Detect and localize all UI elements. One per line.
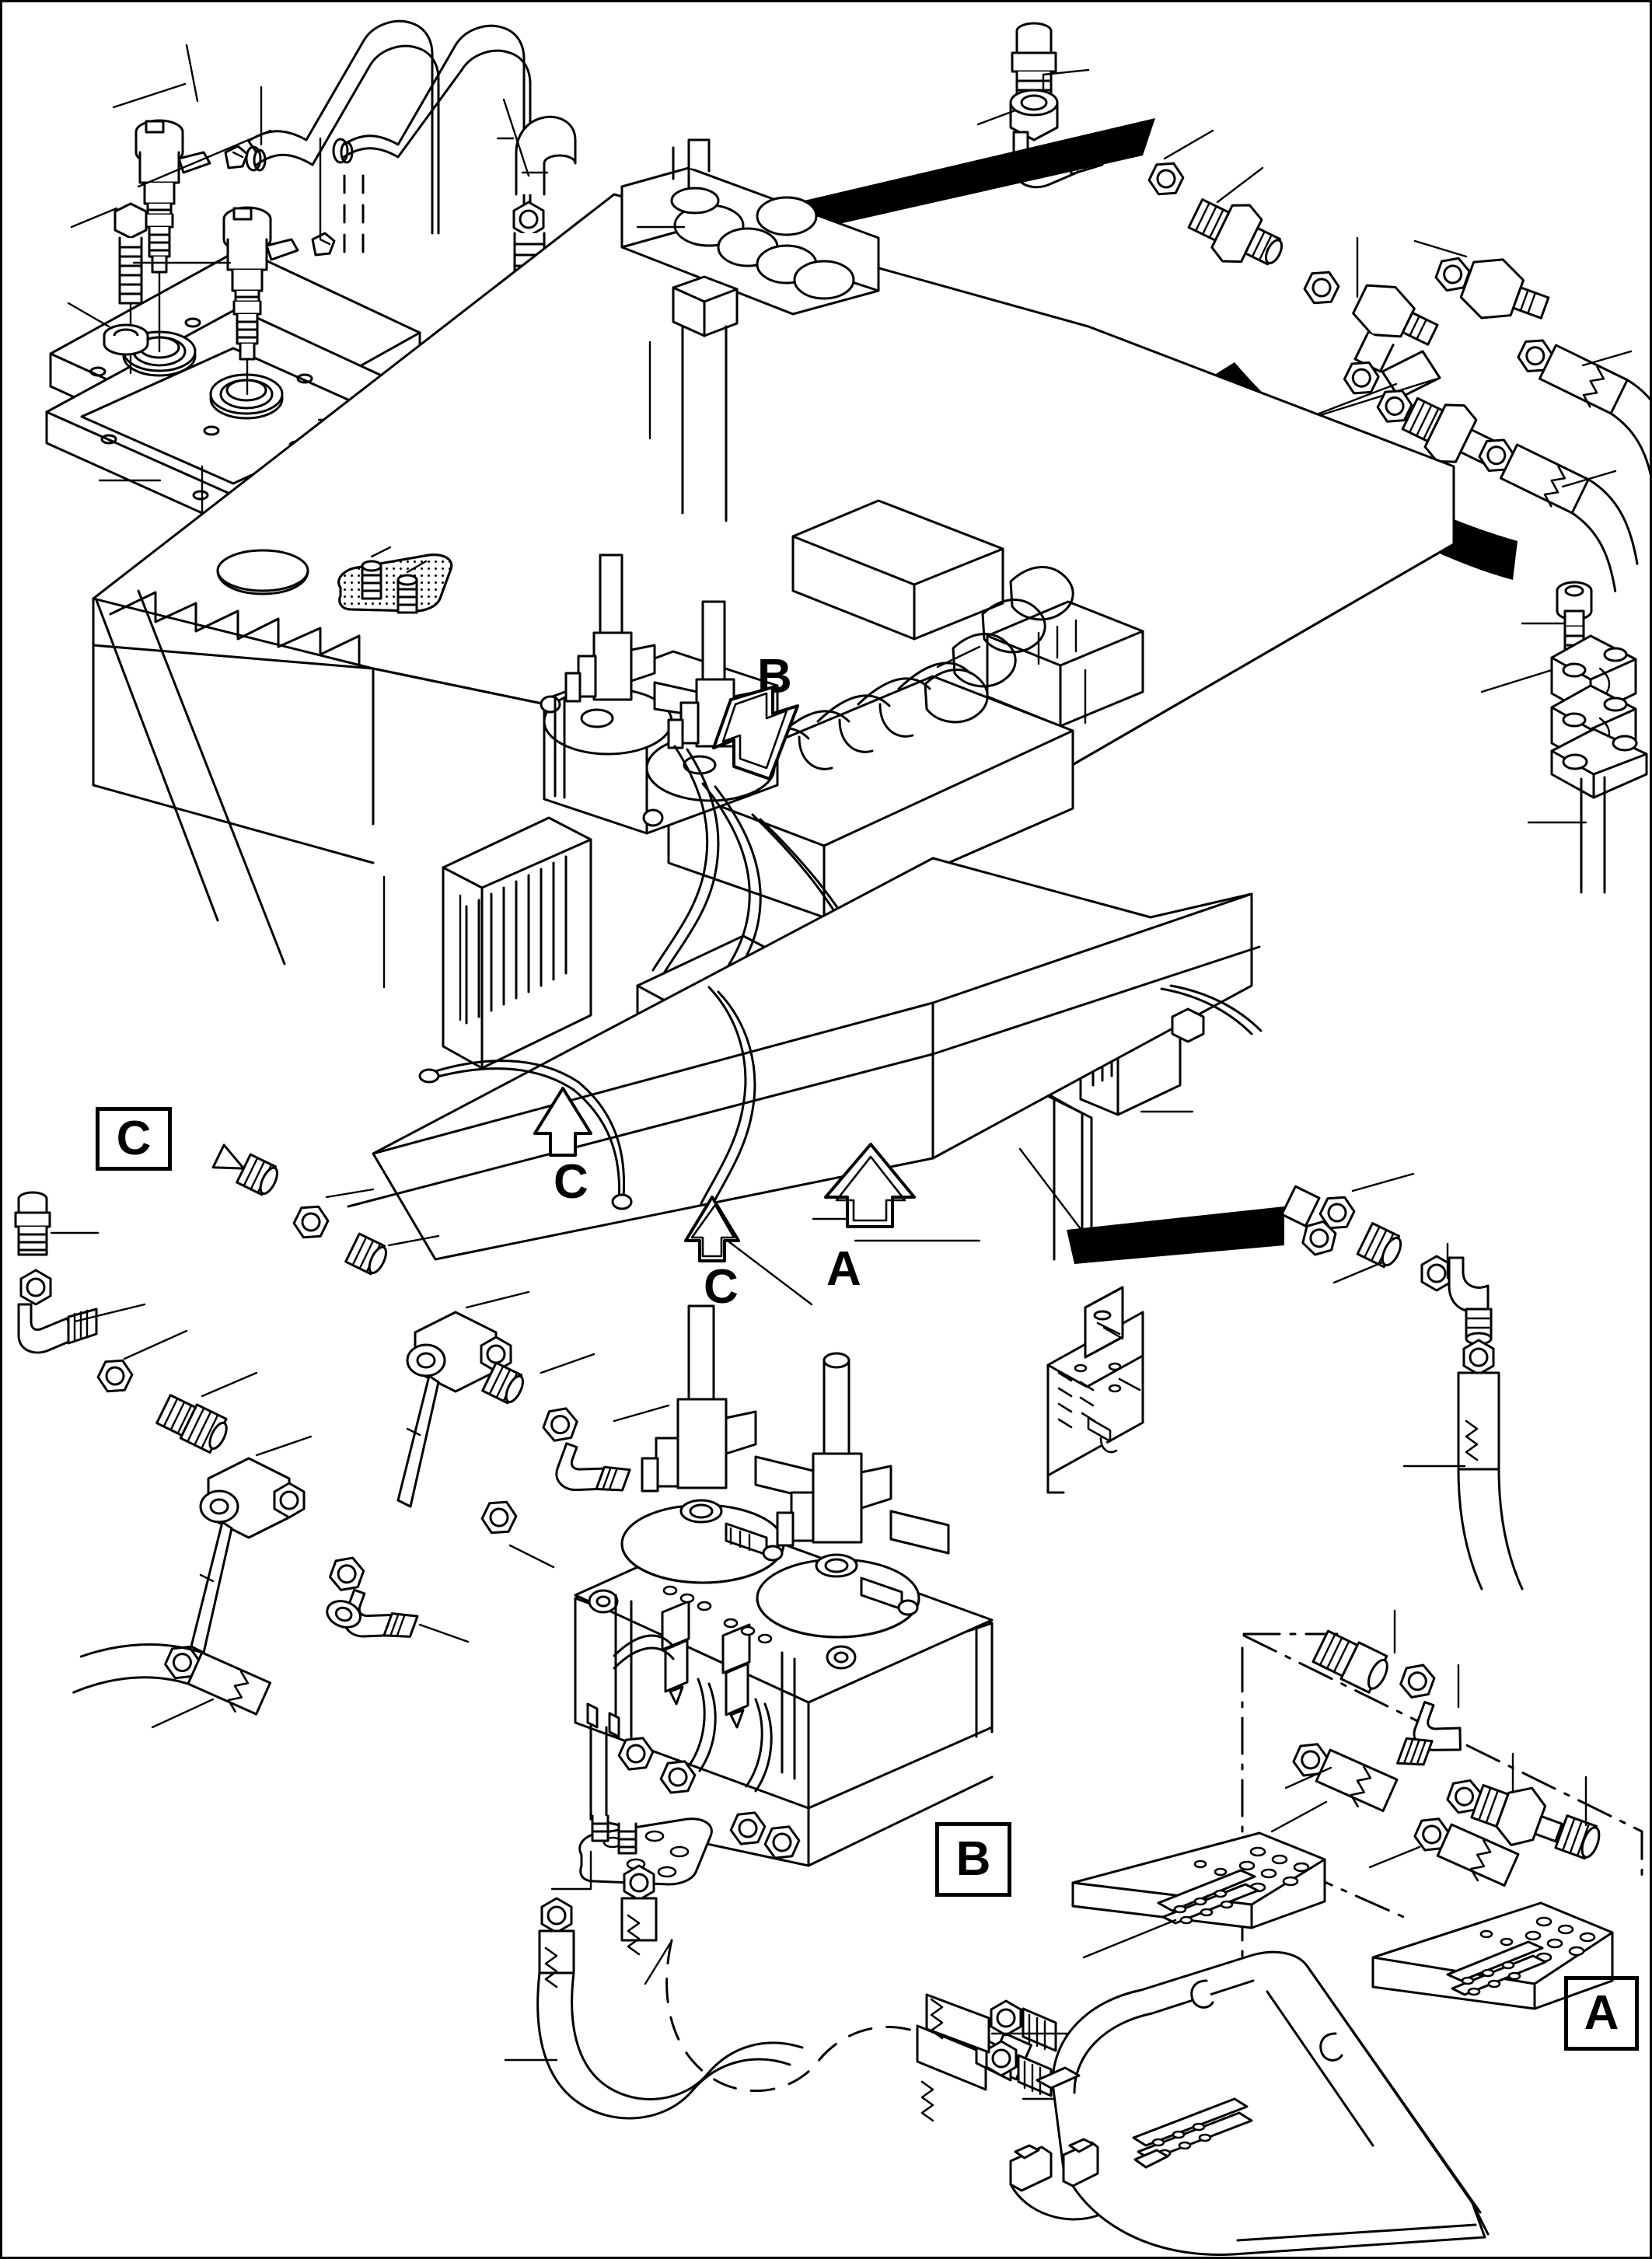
valve-block bbox=[1046, 1286, 1144, 1494]
hose-group-right bbox=[1280, 1172, 1524, 1590]
callout-box-c: C bbox=[96, 1107, 172, 1171]
pump-group-detail bbox=[504, 1304, 1068, 2122]
callout-box-a: A bbox=[1564, 1976, 1639, 2051]
arrow-down-b bbox=[712, 686, 799, 780]
callout-arrow-label-c-mid: C bbox=[704, 1260, 739, 1314]
arrow-up-c-mid bbox=[684, 1196, 740, 1262]
callout-arrow-label-a: A bbox=[826, 1242, 861, 1296]
clamp-bolt-group bbox=[1480, 581, 1648, 894]
callout-arrow-label-c-left: C bbox=[554, 1155, 589, 1209]
machine-body bbox=[92, 138, 1455, 1306]
base-frame-group bbox=[1009, 1609, 1643, 2257]
arrow-up-c-left bbox=[533, 1087, 592, 1157]
fitting-cluster-left bbox=[14, 1143, 670, 1729]
callout-box-b: B bbox=[935, 1822, 1011, 1897]
arrow-up-a bbox=[824, 1143, 916, 1228]
